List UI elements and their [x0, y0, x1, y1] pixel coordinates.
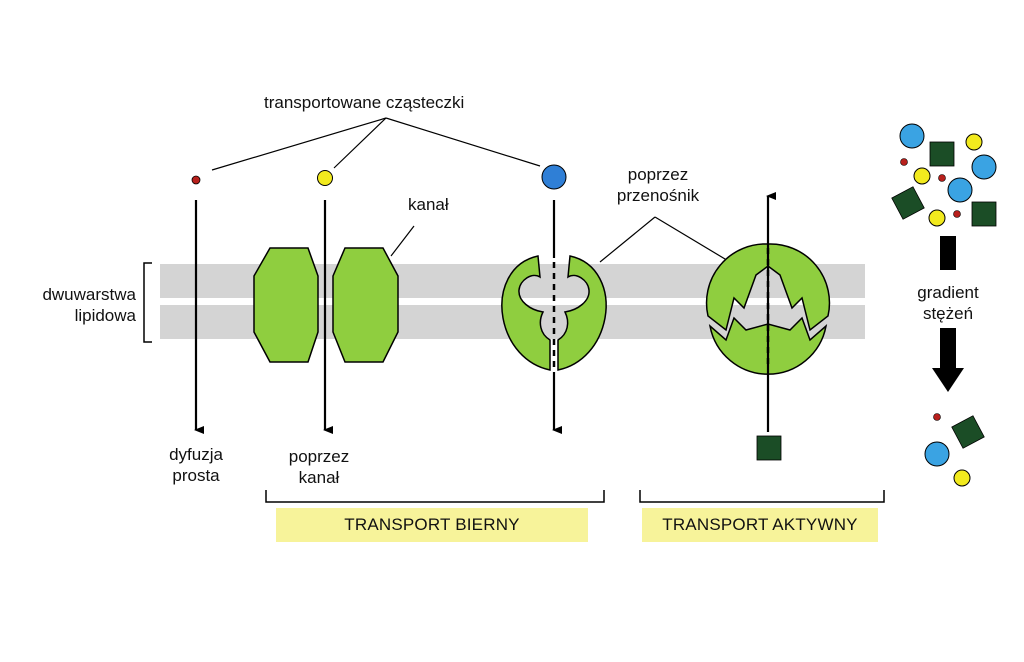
via-channel-label: poprzez kanał	[272, 446, 366, 488]
channel-left-half	[253, 247, 319, 363]
gradient-line1: gradient	[917, 283, 979, 302]
low-red	[933, 413, 941, 421]
cluster-square-2	[891, 186, 925, 220]
bilayer-bracket	[143, 262, 152, 343]
low-yellow	[953, 469, 971, 487]
molecules-leader-lines	[211, 117, 541, 171]
molecules-label: transportowane cząsteczki	[264, 93, 465, 112]
low-square	[951, 415, 985, 449]
passive-carrier-left	[501, 255, 551, 371]
via-channel-line1: poprzez	[288, 447, 350, 466]
bilayer-label-line2: lipidowa	[74, 306, 136, 325]
gradient-label: gradient stężeń	[898, 282, 998, 324]
cluster-square-1	[929, 141, 955, 167]
cluster-red-1	[900, 158, 908, 166]
passive-carrier-protein	[501, 164, 607, 434]
passive-carrier-right	[557, 255, 607, 371]
gradient-line2: stężeń	[922, 304, 974, 323]
channel-protein	[253, 170, 415, 434]
molecule-yellow	[317, 170, 333, 186]
cluster-blue-1	[899, 123, 925, 149]
carrier-label: poprzez przenośnik	[596, 164, 720, 206]
low-concentration-cluster	[924, 413, 985, 487]
low-blue	[924, 441, 950, 467]
small-molecule-red	[191, 175, 201, 185]
active-carrier-protein	[705, 192, 831, 461]
simple-diffusion-label: dyfuzja prosta	[146, 444, 246, 486]
bilayer-label: dwuwarstwa lipidowa	[14, 284, 136, 326]
cluster-square-3	[971, 201, 997, 227]
via-channel-line2: kanał	[298, 468, 340, 487]
passive-transport-box: TRANSPORT BIERNY	[276, 508, 588, 542]
cluster-blue-2	[971, 154, 997, 180]
simple-diffusion-line2: prosta	[172, 466, 220, 485]
channel-leader-line	[390, 225, 415, 257]
gradient-arrow	[932, 236, 964, 392]
cluster-red-3	[953, 210, 961, 218]
carrier-label-line2: przenośnik	[616, 186, 700, 205]
channel-right-half	[332, 247, 399, 363]
high-concentration-cluster	[891, 123, 997, 227]
molecule-blue	[541, 164, 567, 190]
molecule-dark-square	[756, 435, 782, 461]
passive-transport-bracket	[265, 490, 605, 503]
channel-label: kanał	[408, 195, 449, 214]
bilayer-label-line1: dwuwarstwa	[42, 285, 136, 304]
cluster-yellow-2	[913, 167, 931, 185]
carrier-label-line1: poprzez	[627, 165, 689, 184]
active-transport-bracket	[639, 490, 885, 503]
carrier-leader-lines	[599, 216, 731, 263]
simple-diffusion-line1: dyfuzja	[169, 445, 223, 464]
cluster-yellow-3	[928, 209, 946, 227]
simple-diffusion	[191, 175, 204, 434]
cluster-red-2	[938, 174, 946, 182]
cluster-yellow-1	[965, 133, 983, 151]
cluster-blue-3	[947, 177, 973, 203]
active-transport-box: TRANSPORT AKTYWNY	[642, 508, 878, 542]
